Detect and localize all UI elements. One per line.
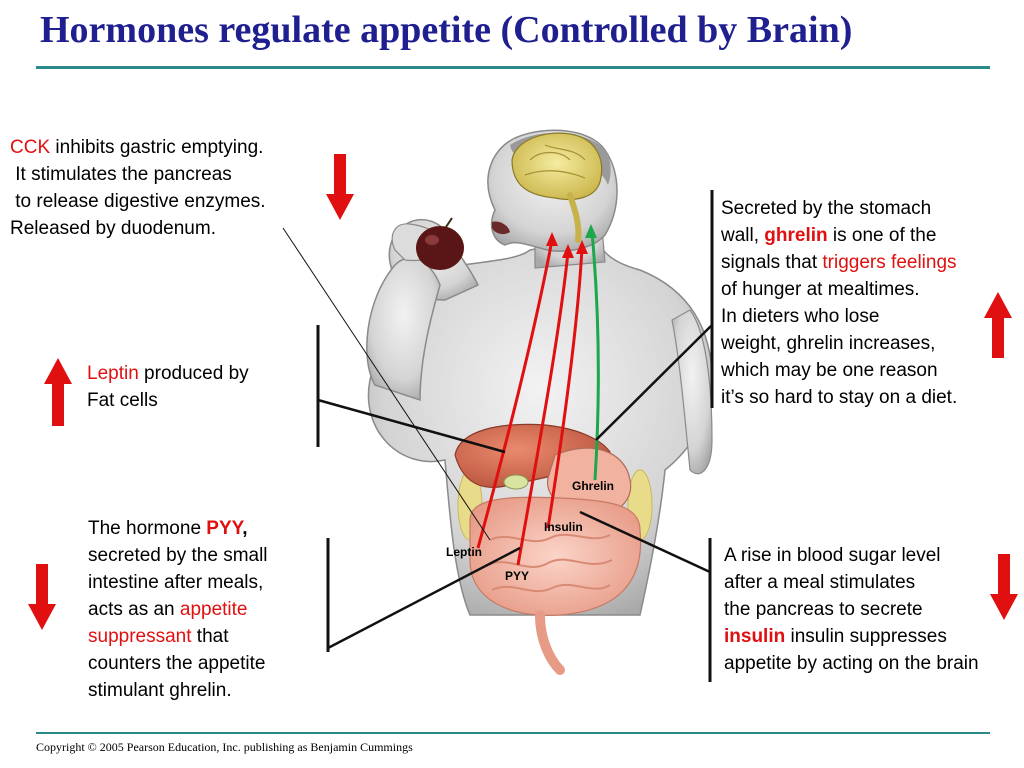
hormone-signal-arrows: [476, 224, 600, 566]
ghrelin-signal-arrow: [590, 231, 600, 481]
pyy-appetite-term: appetite: [179, 599, 248, 620]
ghrelin-line-8: it’s so hard to stay on a diet.: [721, 387, 958, 408]
cck-line-3: to release digestive enzymes.: [10, 191, 266, 212]
cck-line-1: CCK inhibits gastric emptying.: [10, 134, 266, 161]
pyy-line-4: acts as an appetite: [88, 596, 268, 623]
leptin-term: Leptin: [87, 363, 139, 384]
ghrelin-leader-line: [595, 324, 713, 441]
pyy-text-block: The hormone PYY, secreted by the small i…: [88, 515, 268, 704]
ghrelin-line-2: wall, ghrelin is one of the: [721, 222, 957, 249]
pyy-line-7: stimulant ghrelin.: [88, 680, 232, 701]
pyy-line-1-pre: The hormone: [88, 518, 207, 539]
ghrelin-line-1: Secreted by the stomach: [721, 198, 932, 219]
ghrelin-line-3-pre: signals that: [721, 252, 823, 273]
cck-down-arrow-icon: [326, 154, 354, 220]
insulin-line-3: the pancreas to secrete: [724, 599, 923, 620]
figure-label-ghrelin: Ghrelin: [572, 479, 615, 493]
pyy-line-5-rest: that: [191, 626, 229, 647]
ghrelin-text-block: Secreted by the stomach wall, ghrelin is…: [721, 195, 957, 411]
leptin-signal-arrowhead: [546, 232, 558, 246]
page-title: Hormones regulate appetite (Controlled b…: [40, 9, 853, 51]
insulin-line-2: after a meal stimulates: [724, 572, 916, 593]
pyy-line-2: secreted by the small: [88, 545, 268, 566]
apple-icon: [416, 217, 464, 270]
insulin-line-1: A rise in blood sugar level: [724, 545, 941, 566]
ghrelin-line-2-pre: wall,: [721, 225, 765, 246]
pyy-line-5: suppressant that: [88, 623, 268, 650]
figure-label-pyy: PYY: [505, 569, 530, 583]
leptin-line-1-rest: produced by: [138, 363, 249, 384]
insulin-line-5: appetite by acting on the brain: [724, 653, 979, 674]
liver-icon: [454, 423, 611, 488]
pyy-term: PYY: [206, 518, 243, 539]
leptin-leader-line: [317, 398, 506, 454]
ghrelin-line-5: In dieters who lose: [721, 306, 880, 327]
copyright-notice: Copyright © 2005 Pearson Education, Inc.…: [36, 740, 413, 754]
cck-leader-line: [282, 227, 491, 541]
pyy-signal-arrow: [516, 251, 570, 566]
leptin-line-1: Leptin produced by: [87, 360, 249, 387]
pyy-line-4-pre: acts as an: [88, 599, 180, 620]
title-divider: [36, 66, 990, 69]
pyy-line-1: The hormone PYY,: [88, 518, 248, 539]
cck-line-2: It stimulates the pancreas: [10, 164, 232, 185]
figure-label-leptin: Leptin: [446, 545, 482, 559]
insulin-signal-arrow: [546, 247, 584, 529]
pyy-leader-line: [327, 546, 521, 650]
callout-lines: [282, 190, 714, 682]
insulin-signal-arrowhead: [576, 240, 588, 254]
leptin-text-block: Leptin produced by Fat cells: [87, 360, 249, 414]
cck-line-4: Released by duodenum.: [10, 218, 216, 239]
insulin-term: insulin: [724, 626, 786, 647]
ghrelin-term: ghrelin: [764, 225, 828, 246]
cck-term: CCK: [10, 137, 51, 158]
figure-label-insulin: Insulin: [544, 520, 583, 534]
insulin-leader-line: [579, 510, 711, 574]
ghrelin-line-4: of hunger at mealtimes.: [721, 279, 920, 300]
pyy-suppressant-term: suppressant: [88, 626, 192, 647]
ghrelin-line-3: signals that triggers feelings: [721, 249, 957, 276]
gallbladder-icon: [503, 474, 529, 490]
insulin-down-arrow-icon: [990, 554, 1018, 620]
cck-text-block: CCK inhibits gastric emptying. It stimul…: [10, 134, 266, 242]
brain-icon: [511, 132, 603, 243]
footer-divider: [36, 732, 990, 734]
ghrelin-line-2-rest: is one of the: [827, 225, 937, 246]
ghrelin-line-7: which may be one reason: [721, 360, 938, 381]
pyy-down-arrow-icon: [28, 564, 56, 630]
direction-arrows: [28, 154, 1018, 630]
insulin-line-4: insulin insulin suppresses: [724, 623, 1022, 650]
leptin-signal-arrow: [476, 239, 554, 549]
cck-line-1-rest: inhibits gastric emptying.: [50, 137, 264, 158]
leptin-up-arrow-icon: [44, 358, 72, 426]
ghrelin-up-arrow-icon: [984, 292, 1012, 358]
leptin-line-2: Fat cells: [87, 390, 158, 411]
ghrelin-triggers-term: triggers feelings: [822, 252, 957, 273]
pyy-line-3: intestine after meals,: [88, 572, 264, 593]
pyy-signal-arrowhead: [562, 244, 574, 258]
ghrelin-line-6: weight, ghrelin increases,: [721, 333, 936, 354]
ghrelin-signal-arrowhead: [585, 224, 597, 238]
insulin-line-4-rest: insulin suppresses: [785, 626, 947, 647]
insulin-text-block: A rise in blood sugar level after a meal…: [724, 542, 1022, 677]
pyy-line-6: counters the appetite: [88, 653, 266, 674]
